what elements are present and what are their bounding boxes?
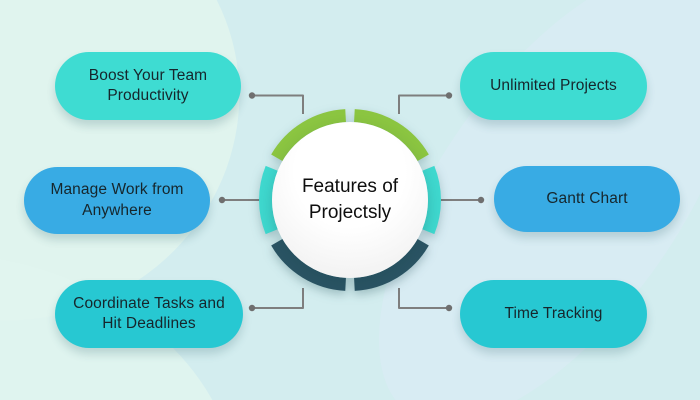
dot-bottom-left [248, 304, 256, 312]
connector-bottom-left [252, 288, 304, 309]
ring-segment-teal-left [259, 165, 278, 235]
feature-label: Boost Your Team Productivity [88, 66, 208, 104]
feature-label: Time Tracking [504, 304, 603, 322]
ring-segment-green-right [353, 109, 429, 162]
connector-dots [218, 92, 485, 312]
feature-pill-coordinate-tasks: Coordinate Tasks and Hit Deadlines [55, 280, 243, 348]
ring-segment-dark-left [271, 238, 347, 291]
center-hub-circle: Features of Projectsly [272, 122, 428, 278]
ring-segment-green-left [271, 109, 347, 162]
ring-segment-dark-right [353, 238, 429, 291]
dot-bottom-right [445, 304, 453, 312]
feature-label: Gantt Chart [546, 189, 628, 207]
feature-label: Coordinate Tasks and Hit Deadlines [73, 294, 225, 332]
connector-lines [222, 94, 480, 309]
feature-pill-gantt-chart: Gantt Chart [494, 166, 680, 232]
ring-segment-teal-right [422, 165, 441, 235]
dot-mid-right [477, 196, 485, 204]
feature-pill-time-tracking: Time Tracking [460, 280, 647, 348]
hub-ring [259, 109, 441, 291]
connector-top-left [252, 94, 304, 114]
dot-top-right [445, 92, 453, 99]
dot-mid-left [218, 196, 226, 204]
feature-label: Manage Work from Anywhere [50, 181, 184, 219]
feature-pill-manage-work: Manage Work from Anywhere [24, 167, 210, 234]
connector-top-right [398, 94, 449, 114]
feature-label: Unlimited Projects [490, 76, 617, 94]
diagram-title: Features of Projectsly [301, 176, 399, 223]
dot-top-left [248, 92, 256, 99]
connector-bottom-right [398, 288, 449, 309]
feature-pill-unlimited-projects: Unlimited Projects [460, 52, 647, 120]
feature-pill-boost-productivity: Boost Your Team Productivity [55, 52, 241, 120]
